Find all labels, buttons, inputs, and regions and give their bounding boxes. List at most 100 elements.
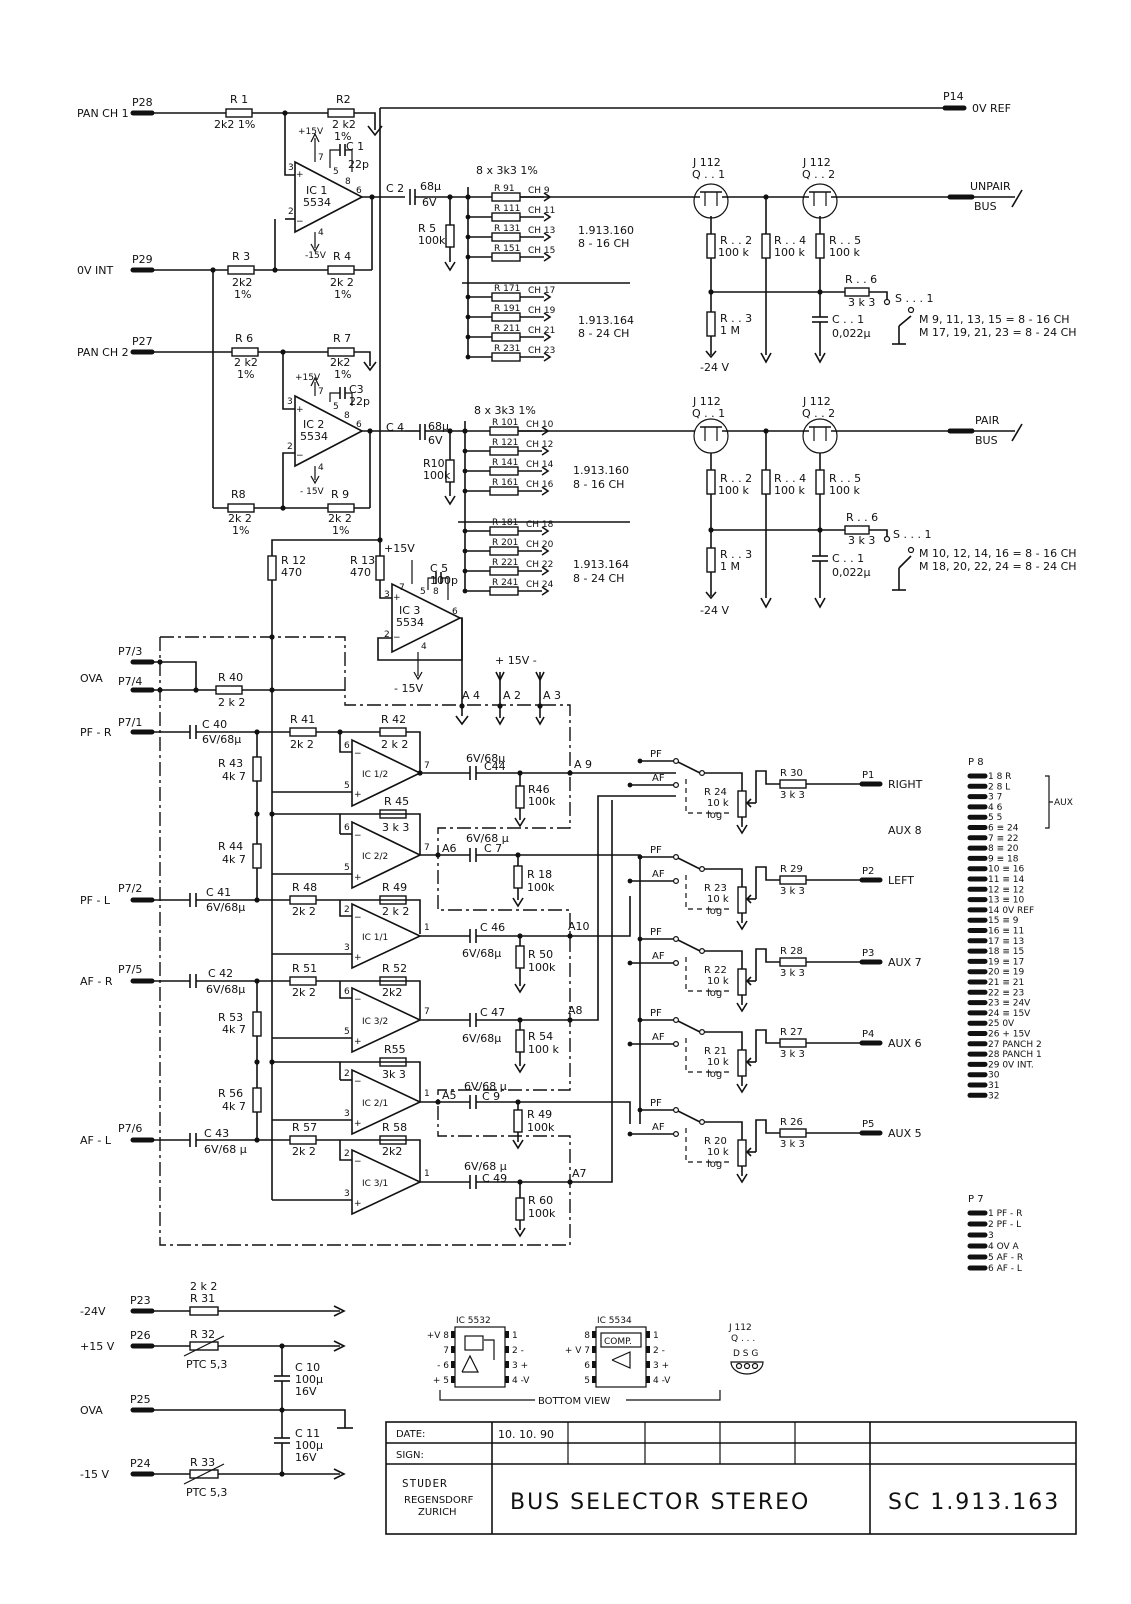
bank-resistor: [491, 252, 521, 262]
out-right-label: RIGHT: [888, 778, 923, 791]
cx1-label-a: C . . 1: [832, 313, 864, 326]
date-value: 10. 10. 90: [498, 1428, 554, 1441]
ic32-label: IC 3/2: [362, 1017, 388, 1027]
bank-channel-label: CH 20: [526, 540, 554, 550]
bank-resistor-label: R 101: [492, 418, 518, 428]
bank-resistor-label: R 131: [494, 224, 520, 234]
out-aux5-res-label: R 26: [780, 1117, 803, 1128]
c46-label: C 46: [480, 921, 505, 934]
svg-text:8: 8: [344, 411, 350, 421]
p8-row-label: 3 7: [988, 793, 1002, 803]
package-pin-label: 2 -: [512, 1346, 524, 1356]
r50-value: 100k: [528, 961, 556, 974]
c9-value: 6V/68 µ: [464, 1080, 507, 1093]
date-label: DATE:: [396, 1429, 425, 1440]
bank-resistor-label: R 201: [492, 538, 518, 548]
j112-b: J 112: [802, 156, 831, 169]
bank-channel-label: CH 13: [528, 226, 555, 236]
r57-label: R 57: [292, 1121, 317, 1134]
p7-2-label: P7/2: [118, 882, 142, 895]
bank-resistor: [491, 292, 521, 302]
r53-label: R 53: [218, 1011, 243, 1024]
bank-channel-label: CH 11: [528, 206, 555, 216]
svg-text:4: 4: [318, 228, 324, 238]
svg-text:6: 6: [452, 607, 458, 617]
bank2-label: 8 x 3k3 1%: [474, 404, 536, 417]
package-pin-label: 3 +: [512, 1361, 528, 1371]
pkg-j112-label: J 112: [728, 1323, 752, 1333]
bank-resistor: [489, 526, 519, 536]
r4-tol: 1%: [334, 288, 351, 301]
package-pin-label: 2 -: [653, 1346, 665, 1356]
c7-label: C 7: [484, 842, 502, 855]
bank-channel-label: CH 22: [526, 560, 553, 570]
q2-a: Q . . 2: [802, 168, 835, 181]
svg-text:7: 7: [424, 1007, 430, 1017]
bank-resistor-label: R 141: [492, 458, 518, 468]
ic1-vplus: +15V: [298, 127, 324, 137]
ic3-vplus: +15V: [384, 542, 415, 555]
r45-value: 3 k 3: [382, 821, 409, 834]
r60-label: R 60: [528, 1194, 553, 1207]
city1-label: REGENSDORF: [404, 1495, 474, 1506]
package-pin-label: 1: [653, 1331, 659, 1341]
bank-channel-label: CH 17: [528, 286, 555, 296]
bank-resistor-label: R 241: [492, 578, 518, 588]
ptc1-label: PTC 5,3: [186, 1358, 227, 1371]
r2-label: R2: [336, 93, 351, 106]
p14-label: P14: [943, 90, 964, 103]
p7-row-label: 5 AF - R: [988, 1253, 1023, 1263]
svg-text:2: 2: [344, 1069, 350, 1079]
bank-channel-label: CH 16: [526, 480, 554, 490]
pf-contact-label: PF: [650, 1098, 662, 1109]
r12-value: 470: [281, 566, 302, 579]
sw1-range-a: M 9, 11, 13, 15 = 8 - 16 CH: [919, 313, 1070, 326]
r6-value: 2 k2: [234, 356, 258, 369]
ic3-type: 5534: [396, 616, 424, 629]
p7-row-label: 4 OV A: [988, 1242, 1020, 1252]
package-pin-label: + V 7: [565, 1346, 590, 1356]
drawing-number: SC 1.913.163: [888, 1490, 1060, 1515]
svg-text:+: +: [354, 873, 362, 883]
r46-value: 100k: [528, 795, 556, 808]
svg-text:+: +: [354, 1199, 362, 1209]
a9-label: A 9: [574, 758, 592, 771]
out-aux5-label: AUX 5: [888, 1127, 922, 1140]
ic2-label: IC 2: [303, 418, 324, 431]
p8-row-label: 27 PANCH 2: [988, 1040, 1042, 1050]
p26-label: P26: [130, 1329, 151, 1342]
svg-text:−: −: [354, 913, 362, 923]
c43-value: 6V/68 µ: [204, 1143, 247, 1156]
r32-label: R 32: [190, 1328, 215, 1341]
rx3-label-b: R . . 3: [720, 548, 752, 561]
package-pin-label: 7: [443, 1346, 449, 1356]
pot-right-value: 10 k: [707, 798, 729, 809]
c10-voltage: 16V: [295, 1385, 317, 1398]
r8-tol: 1%: [232, 524, 249, 537]
svg-text:6: 6: [356, 420, 362, 430]
rx5-value-b: 100 k: [829, 484, 860, 497]
r43-value: 4k 7: [222, 770, 246, 783]
package-pinouts: IC 5532 IC 5534 COMP. J 112 Q . . . D S …: [427, 1316, 764, 1407]
rx4-label-a: R . . 4: [774, 234, 806, 247]
c44-label: C44: [484, 760, 506, 773]
r7-label: R 7: [333, 332, 351, 345]
bank1-label: 8 x 3k3 1%: [476, 164, 538, 177]
q1-a: Q . . 1: [692, 168, 725, 181]
p8-row-label: 20 ≡ 19: [988, 968, 1024, 978]
grp2-part: 1.913.164: [578, 314, 634, 327]
svg-text:+: +: [354, 953, 362, 963]
r51-value: 2k 2: [292, 986, 316, 999]
rx2-value-b: 100 k: [718, 484, 749, 497]
a4-label: A 4: [462, 689, 480, 702]
bank-resistor-label: R 221: [492, 558, 518, 568]
p8-row-label: 22 ≡ 23: [988, 988, 1024, 998]
out-aux6-label: AUX 6: [888, 1037, 922, 1050]
p8-row-label: 16 ≡ 11: [988, 927, 1024, 937]
bank-resistor-label: R 171: [494, 284, 520, 294]
svg-text:3: 3: [287, 397, 293, 407]
r57-value: 2k 2: [292, 1145, 316, 1158]
pan-ch2-label: PAN CH 2: [77, 346, 129, 359]
